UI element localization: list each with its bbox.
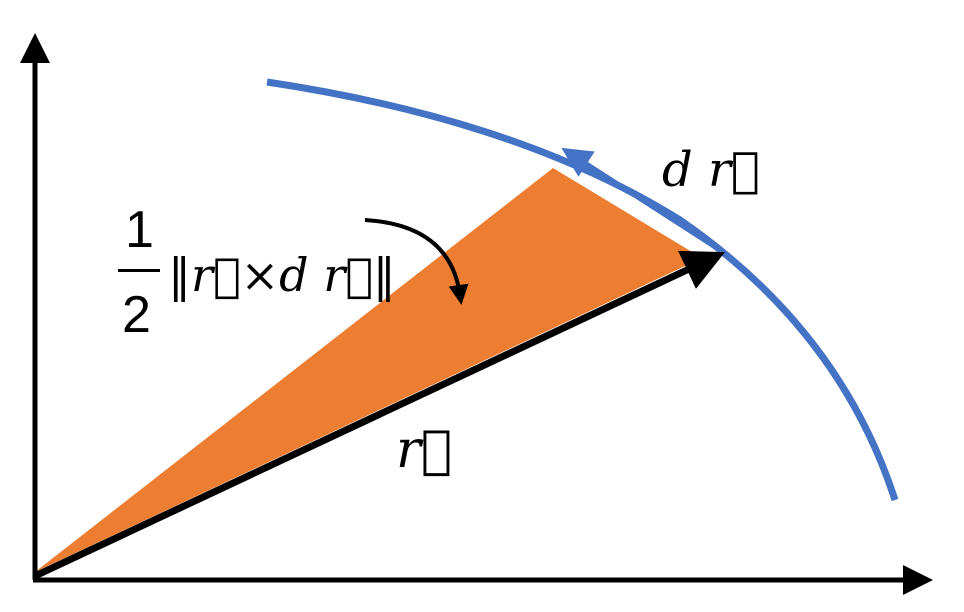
dr-label: d r⃗ <box>662 142 760 198</box>
dr-vector-arrow <box>561 147 722 253</box>
fraction-numerator: 1 <box>125 201 154 259</box>
fraction-bar <box>118 269 160 272</box>
r-vector-arrow <box>33 250 726 580</box>
curved-pointer-arrow <box>364 218 469 305</box>
norm-cross-product-label: ‖r⃗×d r⃗‖ <box>168 248 396 302</box>
swept-area-triangle <box>35 168 702 572</box>
orbit-curve <box>266 78 899 502</box>
fraction-denominator: 2 <box>122 286 151 344</box>
r-label: r⃗ <box>396 420 453 480</box>
